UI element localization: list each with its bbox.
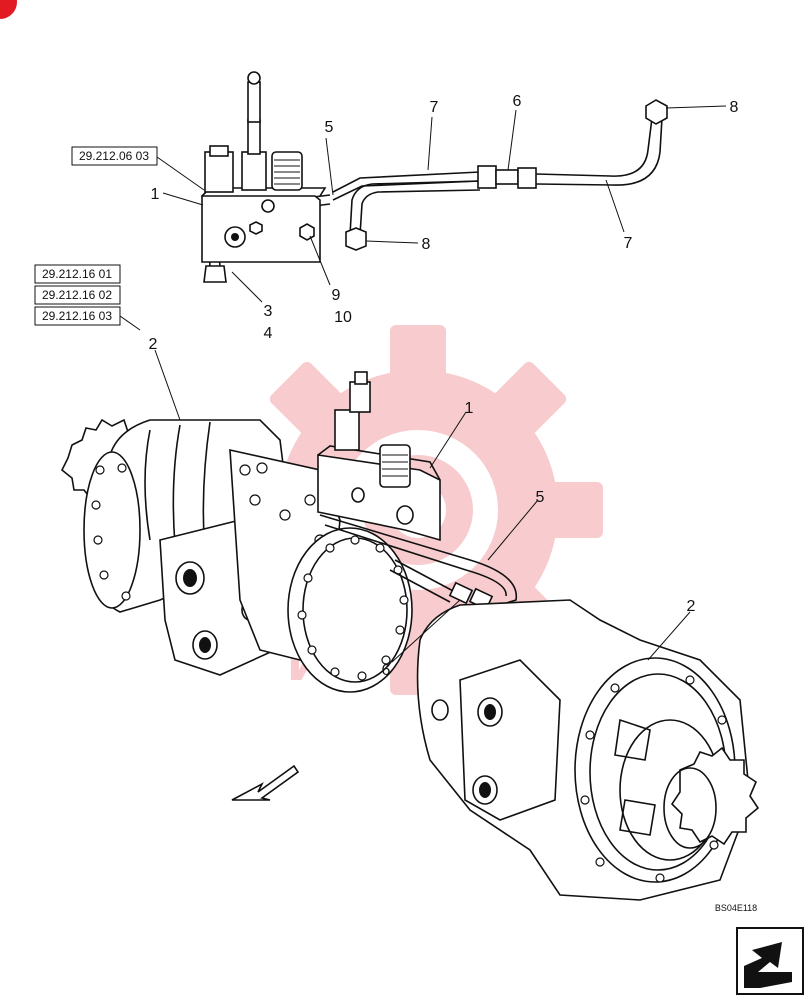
callout-4: 4	[264, 325, 273, 342]
callout-7-top: 7	[430, 99, 439, 116]
ref-box-3-label: 29.212.16 03	[42, 309, 112, 323]
callout-1-lower: 1	[465, 400, 474, 417]
callout-8-right: 8	[730, 99, 739, 116]
ref-box-stack: 29.212.16 01 29.212.16 02 29.212.16 03	[34, 264, 141, 331]
callout-7-bottom: 7	[624, 235, 633, 252]
callout-6-upper: 6	[513, 93, 522, 110]
back-arrow-icon	[744, 942, 792, 988]
callout-8-lower: 8	[422, 236, 431, 253]
callout-3: 3	[264, 303, 273, 320]
callout-10: 10	[334, 309, 352, 326]
ref-box-upper	[71, 146, 158, 166]
center-cover	[287, 527, 413, 693]
ref-box-upper-label: 29.212.06 03	[79, 149, 149, 163]
upper-view: 29.212.06 03 1 3 4 5 6 7 7 8 8 9 10	[71, 71, 739, 342]
callout-5-lower: 5	[536, 489, 545, 506]
callout-2-right: 2	[687, 598, 696, 615]
nav-arrow-button[interactable]	[736, 927, 804, 995]
corner-logo-icon	[0, 0, 17, 19]
ref-box-1-label: 29.212.16 01	[42, 267, 112, 281]
lower-view: 29.212.16 01 29.212.16 02 29.212.16 03	[34, 264, 760, 901]
callout-1-upper: 1	[151, 186, 160, 203]
drawing-code: BS04E118	[715, 903, 757, 913]
ref-box-2-label: 29.212.16 02	[42, 288, 112, 302]
direction-arrow-icon	[231, 764, 300, 801]
callout-5-upper: 5	[325, 119, 334, 136]
callout-2-left: 2	[149, 336, 158, 353]
callout-9: 9	[332, 287, 341, 304]
callout-6-lower: 6	[382, 662, 391, 679]
